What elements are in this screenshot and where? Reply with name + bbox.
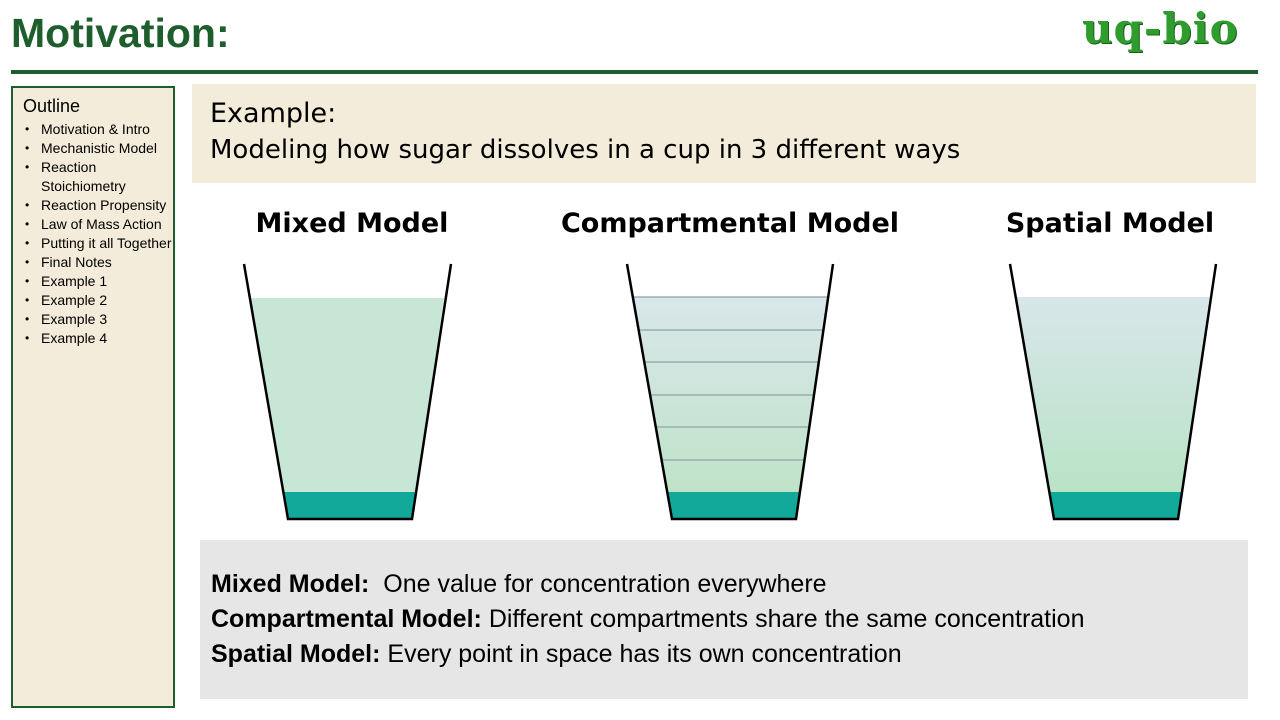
example-text: Modeling how sugar dissolves in a cup in… <box>210 135 961 165</box>
compartmental-description-text: Different compartments share the same co… <box>488 605 1085 633</box>
outline-item[interactable]: Example 4 <box>23 329 173 348</box>
spatial-description-label: Spatial Model: <box>211 640 381 668</box>
spatial-sugar-layer <box>1050 492 1182 519</box>
outline-item[interactable]: Law of Mass Action <box>23 215 173 234</box>
outline-item[interactable]: Putting it all Together <box>23 234 173 253</box>
outline-panel: Outline Motivation & Intro Mechanistic M… <box>11 86 175 708</box>
spatial-model-cup <box>1008 263 1218 521</box>
spatial-liquid <box>1016 297 1211 492</box>
mixed-cup-outline <box>242 263 453 521</box>
outline-item[interactable]: Reaction Propensity <box>23 196 173 215</box>
compartmental-model-title: Compartmental Model <box>560 208 900 239</box>
outline-title: Outline <box>23 96 81 116</box>
compartmental-sugar-layer <box>668 492 800 519</box>
example-heading: Example: <box>210 98 337 129</box>
slide-title: Motivation: <box>11 10 230 56</box>
title-divider <box>11 70 1258 74</box>
compartment-dividers <box>633 296 828 461</box>
description-box: Mixed Model: One value for concentration… <box>200 540 1248 699</box>
mixed-description-label: Mixed Model: <box>211 570 370 598</box>
outline-item[interactable]: Motivation & Intro <box>23 120 173 139</box>
spatial-cup-outline <box>1008 263 1218 521</box>
spatial-description-text: Every point in space has its own concent… <box>387 640 902 668</box>
example-box: Example: Modeling how sugar dissolves in… <box>192 84 1256 183</box>
mixed-description-text: One value for concentration everywhere <box>383 570 827 598</box>
outline-item[interactable]: Final Notes <box>23 253 173 272</box>
outline-item[interactable]: Example 1 <box>23 272 173 291</box>
compartmental-cup-outline <box>625 263 835 521</box>
outline-item[interactable]: Mechanistic Model <box>23 139 173 158</box>
spatial-model-title: Spatial Model <box>1005 208 1215 239</box>
compartmental-description: Compartmental Model: Different compartme… <box>211 605 1084 634</box>
mixed-model-cup <box>242 263 453 521</box>
compartmental-description-label: Compartmental Model: <box>211 605 482 633</box>
mixed-liquid <box>251 298 444 492</box>
outline-item[interactable]: Example 2 <box>23 291 173 310</box>
mixed-sugar-layer <box>284 492 416 519</box>
spatial-description: Spatial Model: Every point in space has … <box>211 640 902 669</box>
compartmental-model-cup <box>625 263 835 521</box>
outline-item[interactable]: Reaction Stoichiometry <box>23 158 173 196</box>
outline-item[interactable]: Example 3 <box>23 310 173 329</box>
outline-list: Motivation & Intro Mechanistic Model Rea… <box>23 120 173 348</box>
uq-bio-logo: uq-bio <box>1082 4 1239 53</box>
mixed-description: Mixed Model: One value for concentration… <box>211 570 827 599</box>
mixed-model-title: Mixed Model <box>255 208 449 239</box>
